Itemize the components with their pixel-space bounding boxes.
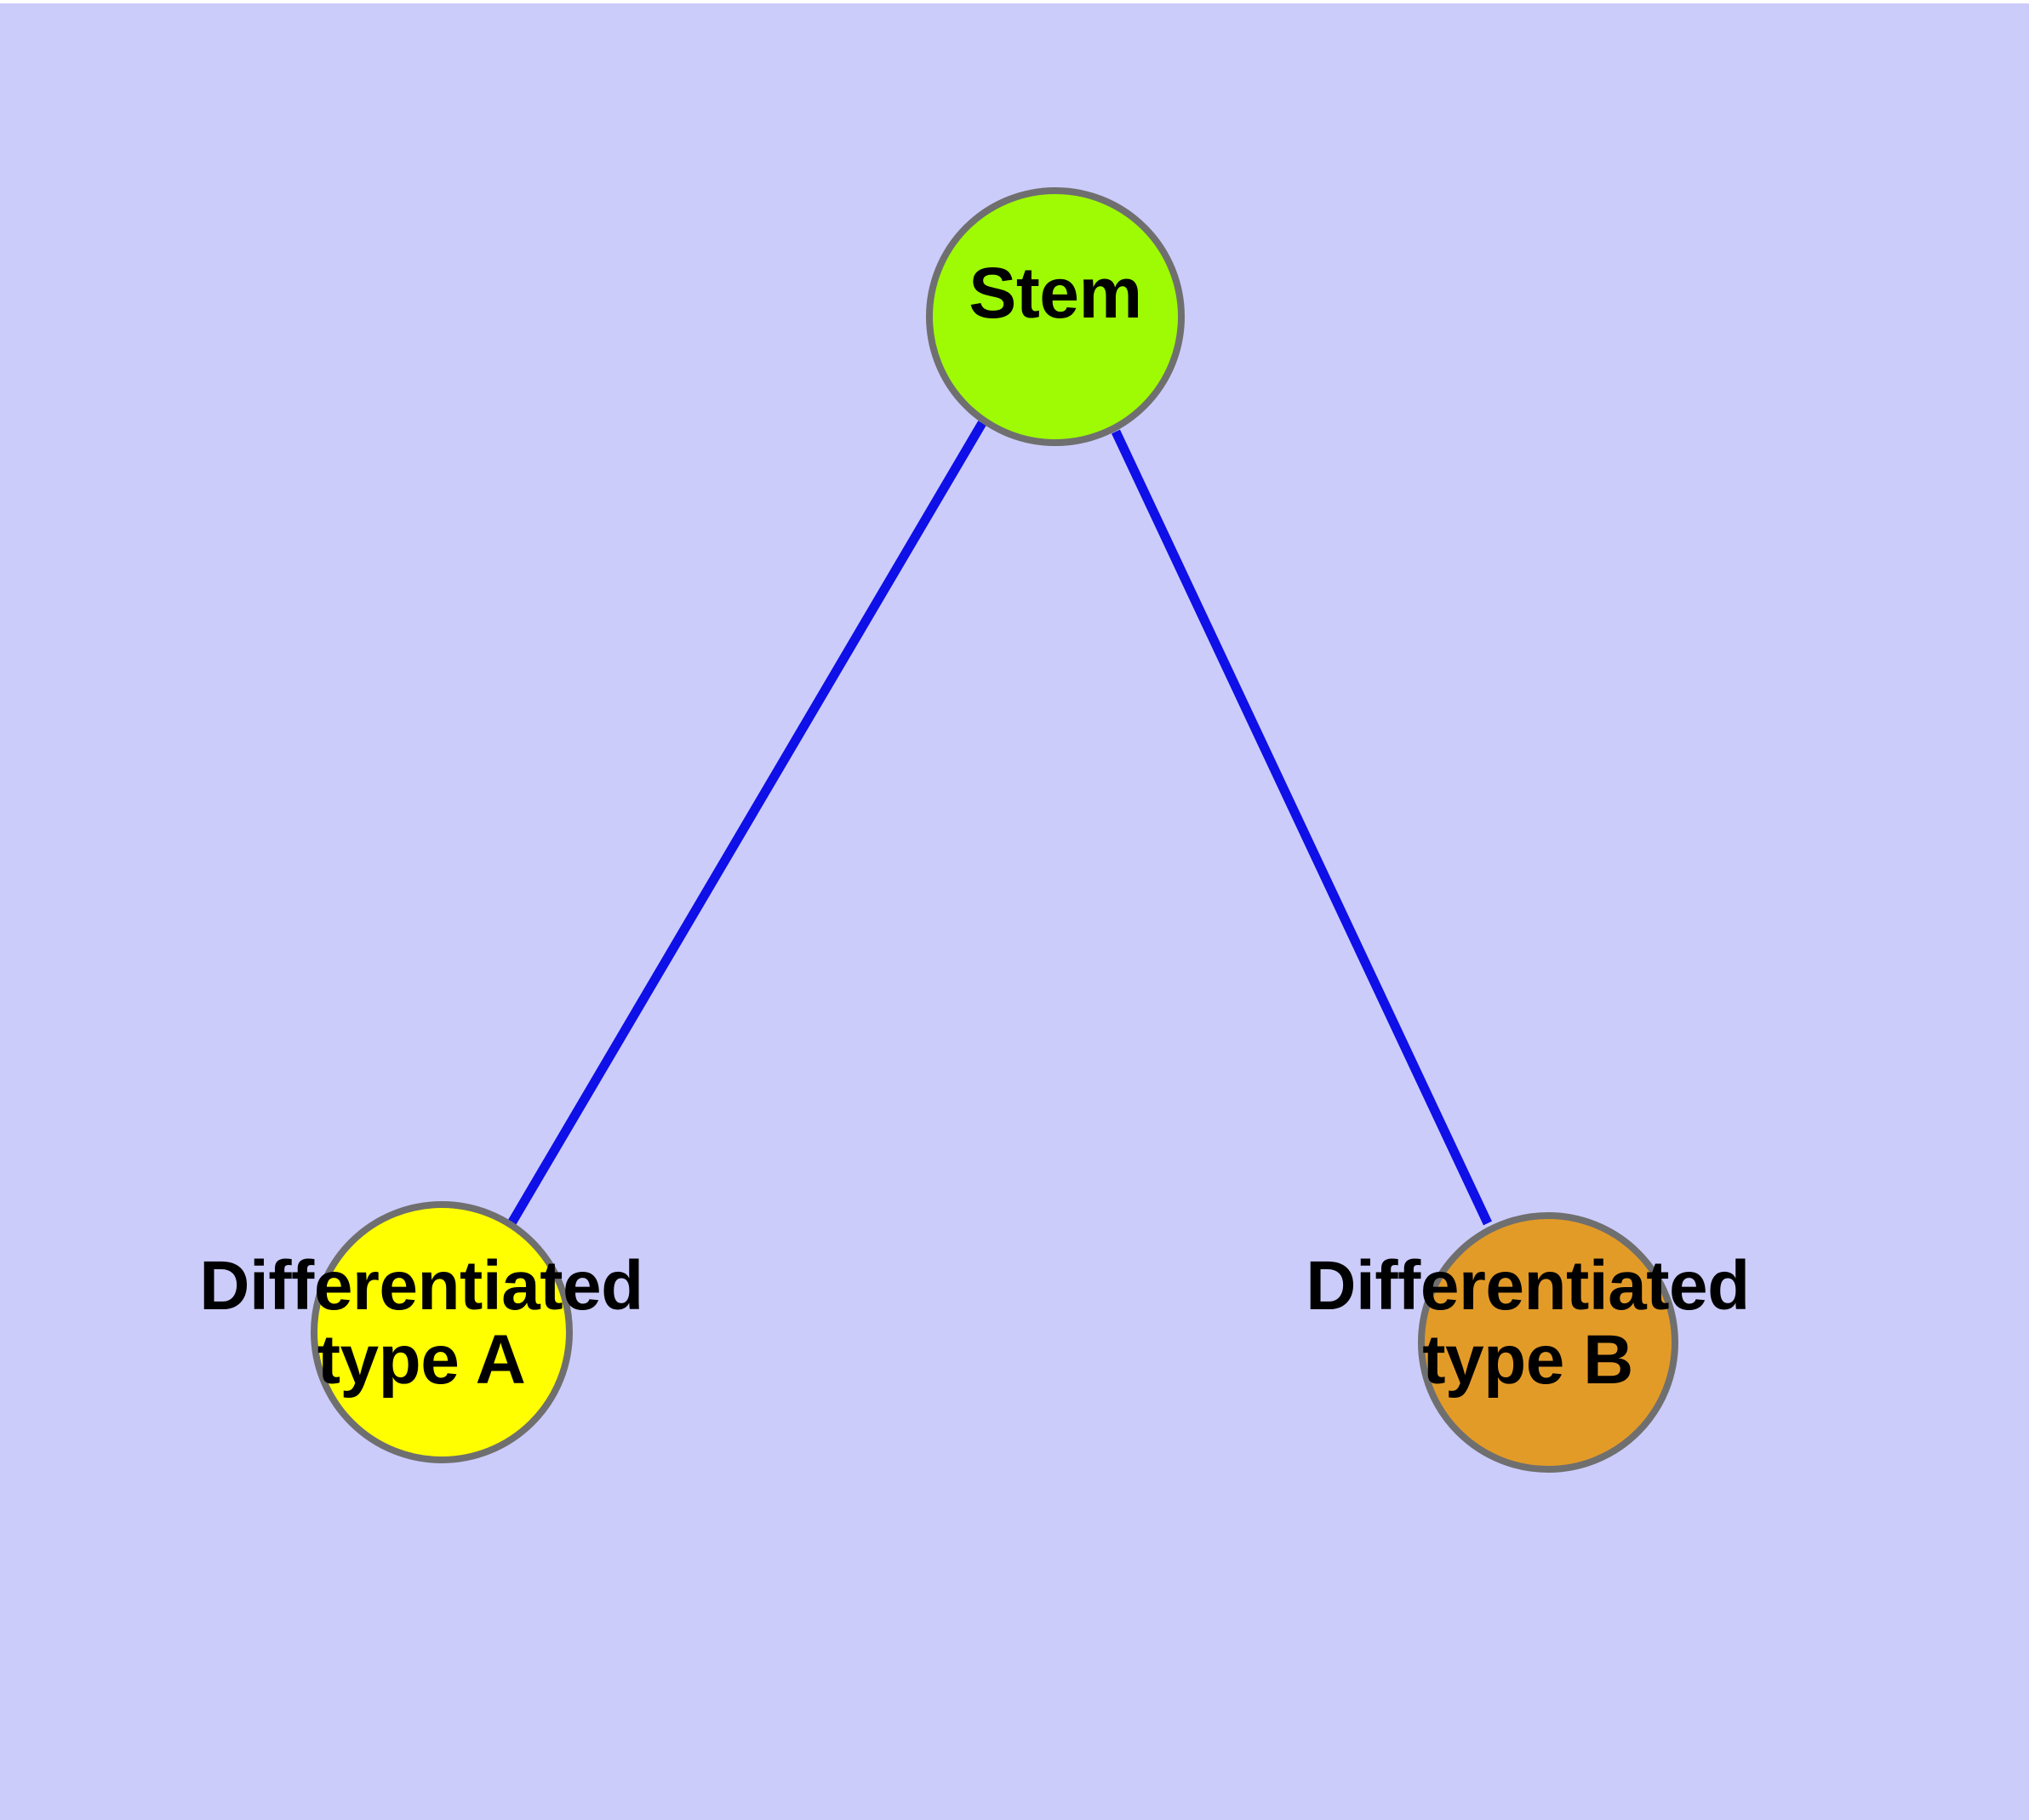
node-differentiated-type-b[interactable] [1418, 1212, 1678, 1473]
node-stem[interactable] [926, 187, 1185, 446]
node-differentiated-type-a[interactable] [311, 1201, 573, 1463]
edge-stem-to-differentiated-type-b[interactable] [1112, 429, 1492, 1226]
edge-stem-to-differentiated-type-a[interactable] [507, 421, 986, 1226]
